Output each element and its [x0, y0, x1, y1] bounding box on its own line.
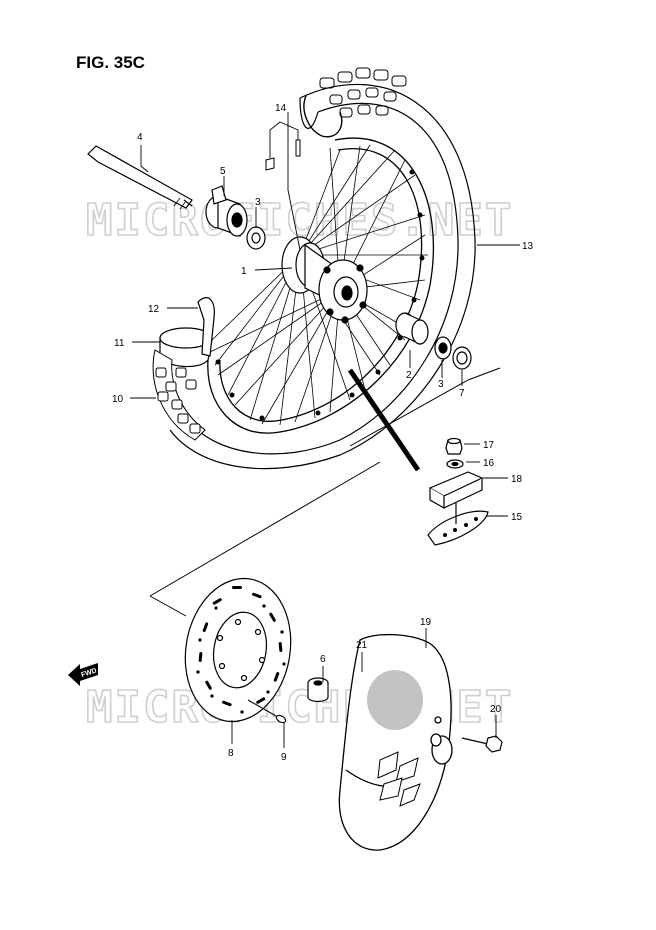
callout-9: 9 [281, 752, 287, 763]
spoke-nipples [215, 169, 425, 421]
callout-3-right: 3 [438, 379, 444, 390]
callout-17: 17 [483, 440, 495, 451]
spacer-left [246, 226, 266, 250]
collar [307, 677, 329, 703]
rim-tape [197, 297, 215, 357]
callout-10: 10 [112, 394, 124, 405]
speedometer-gearbox [205, 185, 248, 237]
callout-20: 20 [490, 704, 502, 715]
callout-15: 15 [511, 512, 523, 523]
tire-section [152, 349, 206, 441]
spokes [209, 144, 428, 426]
callout-8: 8 [228, 748, 234, 759]
hub [281, 236, 368, 324]
callout-18: 18 [511, 474, 523, 485]
callout-5: 5 [220, 166, 226, 177]
spacer-right [434, 336, 452, 360]
callouts: 1 2 3 3 4 5 6 7 8 9 10 11 12 13 14 15 16… [112, 103, 534, 763]
callout-4: 4 [137, 132, 143, 143]
disc-cover-texture [367, 670, 423, 730]
rim-lock-nut [445, 437, 463, 455]
oil-seal [452, 346, 472, 370]
callout-13: 13 [522, 241, 534, 252]
disc-cover-vents [377, 751, 421, 807]
rim-lock-washer [446, 459, 464, 469]
callout-3-left: 3 [255, 197, 261, 208]
disc-bolt [247, 699, 287, 724]
collar-right [395, 312, 429, 345]
callout-19: 19 [420, 617, 432, 628]
figure-title: FIG. 35C [76, 53, 145, 72]
rim-lock [427, 503, 489, 546]
section-indicator-lines [149, 367, 501, 617]
axle [87, 145, 193, 210]
forward-label: FWD [80, 667, 97, 679]
brake-disc [184, 577, 292, 723]
callout-2: 2 [406, 370, 412, 381]
brake-disc-holes [196, 586, 286, 714]
rim-band [159, 327, 213, 368]
tire [169, 67, 476, 470]
cover-bolt [461, 735, 503, 753]
callout-11: 11 [114, 338, 125, 349]
callout-21: 21 [356, 640, 368, 651]
leader-lines [130, 112, 520, 748]
callout-12: 12 [148, 304, 160, 315]
callout-14: 14 [275, 103, 287, 114]
tire-tread-top [319, 67, 407, 118]
brake-disc-bolt-holes [216, 618, 266, 682]
callout-16: 16 [483, 458, 495, 469]
callout-6: 6 [320, 654, 326, 665]
disc-cover [338, 633, 453, 851]
rim-lock-spacer [428, 471, 484, 510]
callout-1: 1 [241, 266, 247, 277]
valve-parts [265, 139, 301, 171]
rim [207, 137, 434, 434]
callout-7: 7 [459, 388, 465, 399]
forward-arrow-icon: FWD [68, 663, 98, 686]
